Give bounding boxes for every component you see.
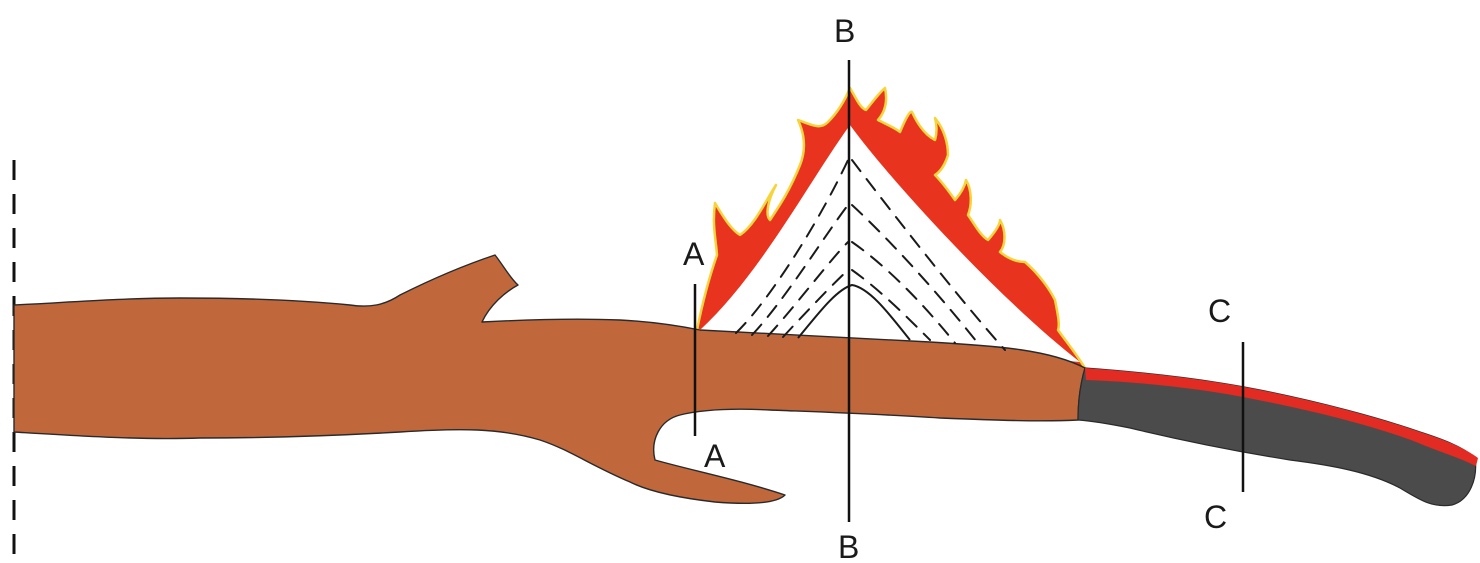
section-label-c-bottom: C	[1204, 499, 1227, 535]
section-label-b-top: B	[834, 13, 855, 49]
section-label-a-bottom: A	[704, 438, 726, 474]
section-label-a-top: A	[683, 236, 705, 272]
section-label-b-bottom: B	[838, 529, 859, 563]
section-label-c-top: C	[1208, 293, 1231, 329]
